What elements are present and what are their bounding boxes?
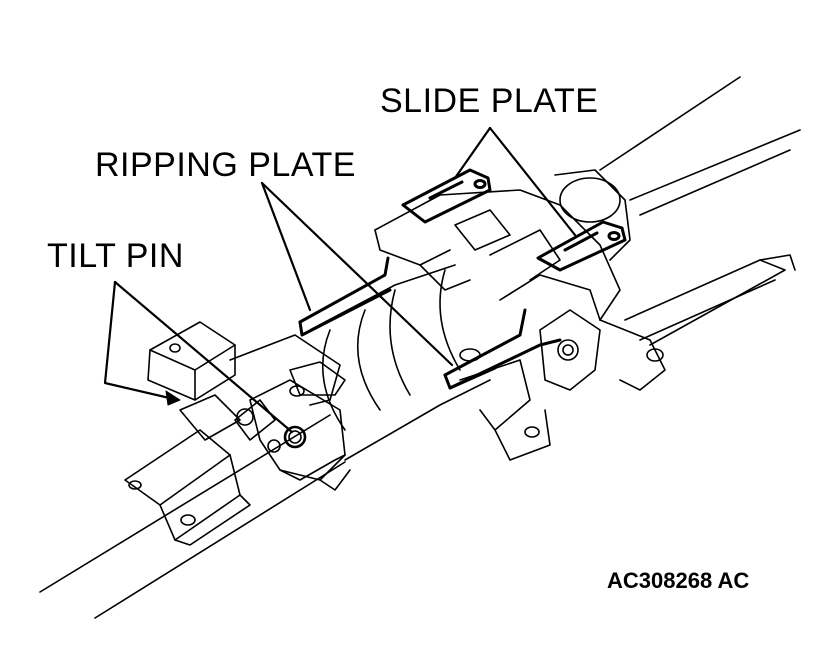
upper-housing: [374, 169, 666, 461]
tilt-pin-label: TILT PIN: [47, 237, 184, 275]
tilt-pin-arrowhead: [165, 390, 181, 406]
slide-plate-right: [536, 220, 627, 272]
slide-plate-left: [401, 168, 492, 224]
figure-code: AC308268 AC: [607, 568, 750, 593]
ripping-plate-label: RIPPING PLATE: [95, 146, 356, 184]
tilt-lever: [624, 254, 796, 346]
tilt-bracket: [229, 334, 351, 491]
lower-yoke: [124, 321, 251, 546]
tilt-pin: [283, 425, 307, 449]
leader-lines: [103, 126, 577, 434]
steering-shaft: [39, 76, 801, 619]
slide-plate-label: SLIDE PLATE: [380, 82, 599, 120]
